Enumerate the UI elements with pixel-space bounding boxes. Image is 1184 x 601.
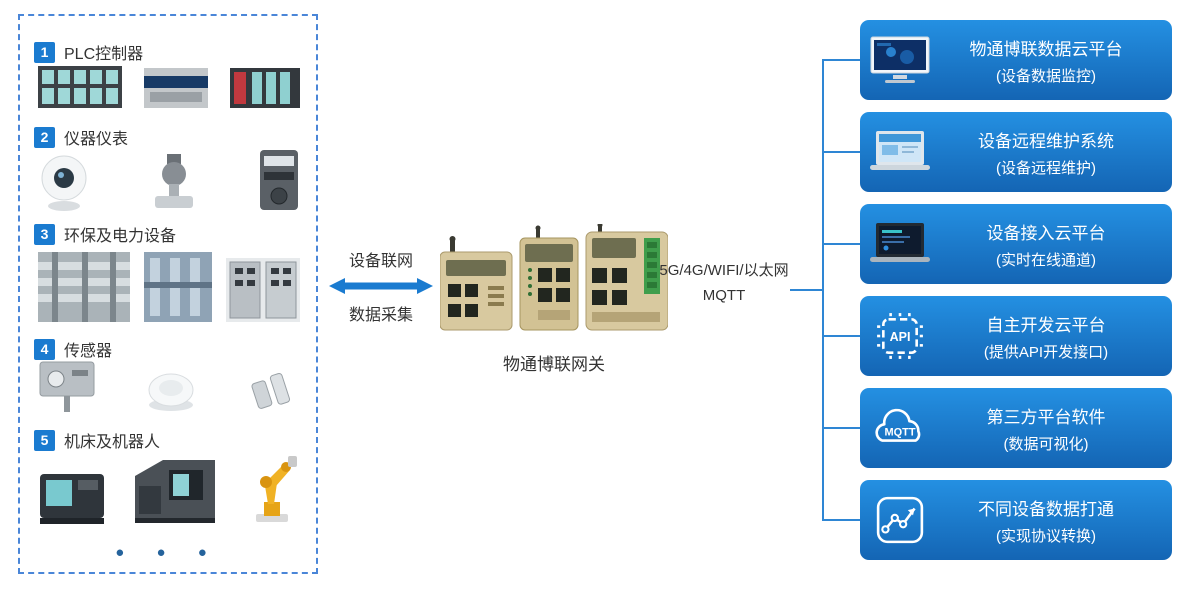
plc-photo-3 <box>230 68 300 108</box>
device-networking-label: 设备联网 <box>348 253 413 270</box>
valve-photo <box>155 154 193 208</box>
card-remote-maintenance: 设备远程维护系统 (设备远程维护) <box>860 112 1172 192</box>
group-label-machines: 机床及机器人 <box>64 434 161 451</box>
group-label-instruments: 仪器仪表 <box>64 131 129 148</box>
group-header-power: 3 环保及电力设备 <box>34 222 176 246</box>
gateway-graphic <box>439 222 669 336</box>
connector-branch-line-2 <box>823 151 860 153</box>
group-number-badge: 3 <box>34 223 55 245</box>
robot-arm-photo <box>256 456 297 522</box>
api-icon-label: API <box>890 330 911 344</box>
mqtt-cloud-icon: MQTT <box>860 405 940 451</box>
card-title: 设备远程维护系统 <box>978 131 1114 151</box>
group-header-instruments: 2 仪器仪表 <box>34 125 128 149</box>
card-device-access-platform: 设备接入云平台 (实时在线通道) <box>860 204 1172 284</box>
connector-branch-line-4 <box>823 335 860 337</box>
sensors-photo-row <box>32 354 306 412</box>
cnc-machine-photo-2 <box>135 460 215 523</box>
group-header-plc: 1 PLC控制器 <box>34 40 143 64</box>
device-group-panel: 1 PLC控制器 2 仪器仪表 3 环保及电力设备 <box>18 14 318 574</box>
plc-photo-1 <box>38 66 122 108</box>
box-sensor-photo <box>39 361 95 412</box>
card-data-cloud-platform: 物通博联数据云平台 (设备数据监控) <box>860 20 1172 100</box>
group-header-sensors: 4 传感器 <box>34 337 112 361</box>
card-title: 设备接入云平台 <box>986 223 1106 243</box>
machines-photo-row <box>32 450 306 524</box>
camera-photo <box>41 155 87 211</box>
card-self-developed-platform: API 自主开发云平台 (提供API开发接口) <box>860 296 1172 376</box>
link-arrow-block: 设备联网 数据采集 <box>328 247 434 325</box>
instruments-photo-row <box>32 146 306 212</box>
power-photo-row <box>32 244 306 322</box>
uplink-protocols-label: 5G/4G/WIFI/以太网 <box>659 262 789 279</box>
card-subtitle: (提供API开发接口) <box>983 343 1109 361</box>
data-chart-icon <box>860 495 940 545</box>
smoke-detector-photo <box>148 373 194 411</box>
card-subtitle: (设备数据监控) <box>996 67 1096 85</box>
mqtt-icon-label: MQTT <box>884 426 915 438</box>
card-subtitle: (实现协议转换) <box>996 527 1096 545</box>
plant-equipment-photo <box>144 252 212 322</box>
group-label-plc: PLC控制器 <box>64 46 144 63</box>
card-subtitle: (设备远程维护) <box>996 159 1096 177</box>
api-chip-icon: API <box>860 311 940 361</box>
door-sensor-photo <box>251 372 291 409</box>
gateway-caption: 物通博联网关 <box>503 355 605 374</box>
group-label-sensors: 传感器 <box>64 343 113 360</box>
double-arrow-icon <box>329 278 433 294</box>
card-title: 物通博联数据云平台 <box>969 39 1123 59</box>
remote-maintenance-laptop-icon <box>860 129 940 175</box>
uplink-labels: 5G/4G/WIFI/以太网 MQTT <box>656 259 792 304</box>
card-subtitle: (数据可视化) <box>1003 435 1089 453</box>
uplink-mqtt-label: MQTT <box>702 287 746 304</box>
group-label-power: 环保及电力设备 <box>64 228 177 245</box>
gateway-devices-photo <box>439 222 669 331</box>
connector-feed-line <box>790 289 823 291</box>
plc-photo-row <box>32 64 306 108</box>
plant-pipes-photo <box>38 252 130 322</box>
electric-cabinet-photo <box>226 258 300 322</box>
card-third-party-platform: MQTT 第三方平台软件 (数据可视化) <box>860 388 1172 468</box>
card-title: 自主开发云平台 <box>986 315 1106 335</box>
group-number-badge: 5 <box>34 429 55 451</box>
connector-branch-line-1 <box>823 59 860 61</box>
connector-trunk-line <box>822 59 824 521</box>
connector-branch-line-6 <box>823 519 860 521</box>
cloud-platform-monitor-icon <box>860 35 940 85</box>
card-title: 第三方平台软件 <box>986 407 1106 427</box>
group-number-badge: 2 <box>34 126 55 148</box>
data-collection-label: 数据采集 <box>348 307 413 324</box>
connector-branch-line-5 <box>823 427 860 429</box>
group-number-badge: 1 <box>34 41 55 63</box>
plc-photo-2 <box>144 68 208 108</box>
card-title: 不同设备数据打通 <box>978 499 1114 519</box>
more-devices-ellipsis: ● ● ● <box>115 544 221 561</box>
card-data-interchange: 不同设备数据打通 (实现协议转换) <box>860 480 1172 560</box>
group-header-machines: 5 机床及机器人 <box>34 428 160 452</box>
card-subtitle: (实时在线通道) <box>996 251 1096 269</box>
connector-branch-line-3 <box>823 243 860 245</box>
meter-photo <box>260 150 298 210</box>
device-access-laptop-icon <box>860 221 940 267</box>
cnc-machine-photo-1 <box>40 474 104 524</box>
group-number-badge: 4 <box>34 338 55 360</box>
